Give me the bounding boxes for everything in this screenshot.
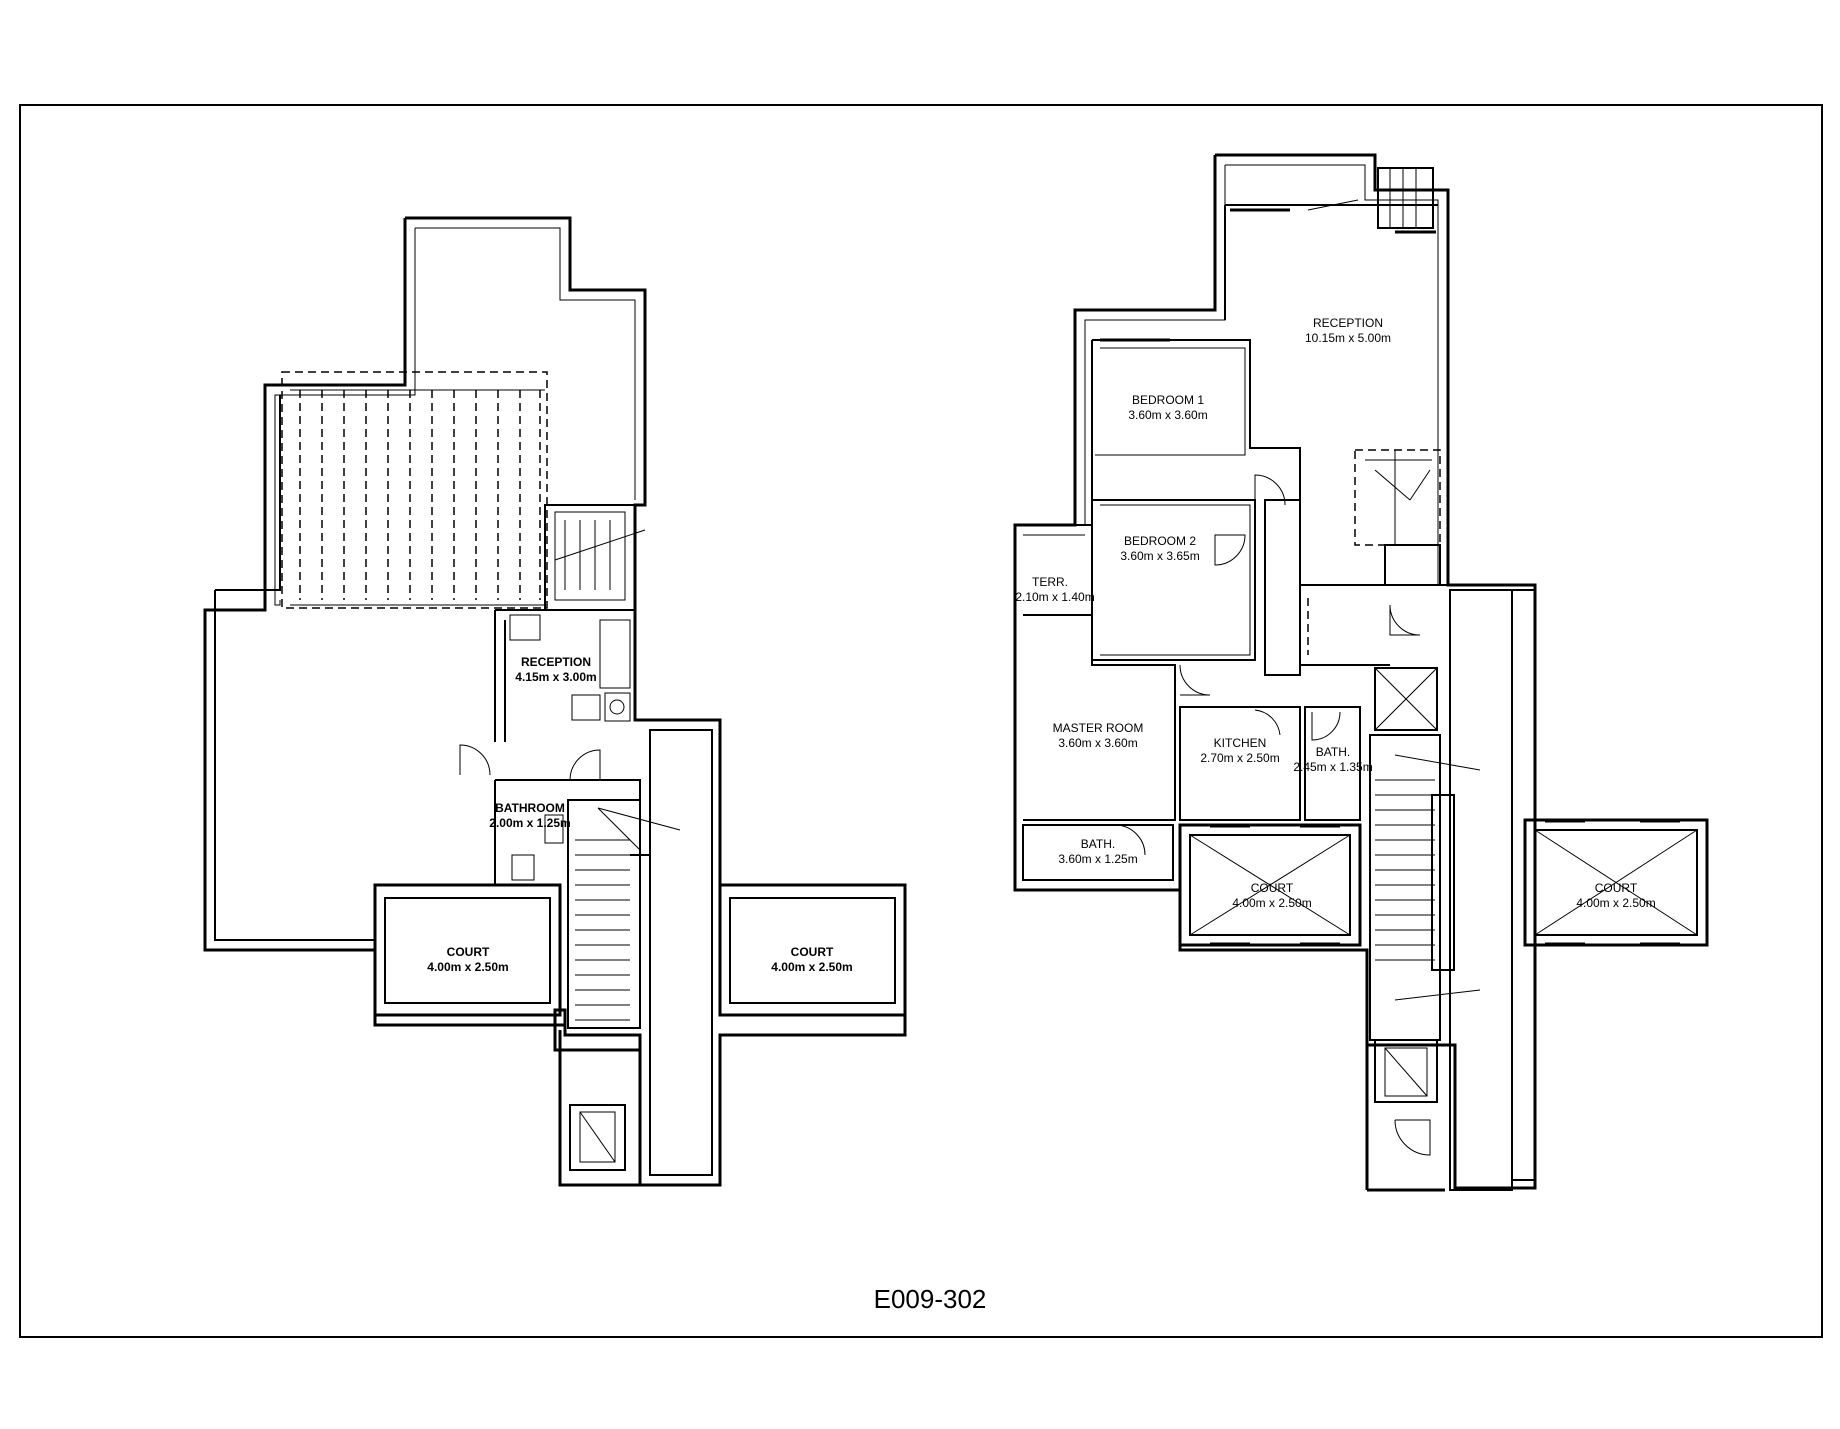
upper-bath-large-size: 3.60m x 1.25m: [1058, 852, 1137, 866]
upper-master-name: MASTER ROOM: [1053, 721, 1144, 735]
upper-kitchen-name: KITCHEN: [1214, 736, 1267, 750]
lower-court-right-size: 4.00m x 2.50m: [771, 960, 852, 974]
lower-reception-name: RECEPTION: [521, 655, 591, 669]
lower-court-right-name: COURT: [791, 945, 834, 959]
upper-court-left-size: 4.00m x 2.50m: [1232, 896, 1311, 910]
upper-floor-plan: [1013, 153, 1709, 1192]
sheet-border: [19, 104, 1823, 1338]
upper-kitchen-size: 2.70m x 2.50m: [1200, 751, 1279, 765]
upper-court-right-size: 4.00m x 2.50m: [1576, 896, 1655, 910]
lower-court-left-size: 4.00m x 2.50m: [427, 960, 508, 974]
upper-plan-labels: RECEPTION 10.15m x 5.00m BEDROOM 1 3.60m…: [1015, 316, 1655, 910]
upper-bedroom1-name: BEDROOM 1: [1132, 393, 1204, 407]
lower-bathroom-size: 2.00m x 1.25m: [489, 816, 570, 830]
upper-reception-size: 10.15m x 5.00m: [1305, 331, 1391, 345]
lower-floor-plan: [203, 216, 907, 1187]
upper-court-right-name: COURT: [1595, 881, 1638, 895]
lower-plan-labels: RECEPTION 4.15m x 3.00m BATHROOM 2.00m x…: [427, 655, 852, 974]
upper-bedroom2-name: BEDROOM 2: [1124, 534, 1196, 548]
pergola-slats: [290, 389, 545, 606]
upper-bedroom1-size: 3.60m x 3.60m: [1128, 408, 1207, 422]
upper-terr-name: TERR.: [1032, 575, 1068, 589]
upper-bath-small-size: 2.45m x 1.35m: [1293, 760, 1372, 774]
lower-reception-size: 4.15m x 3.00m: [515, 670, 596, 684]
lower-bathroom-name: BATHROOM: [495, 801, 565, 815]
lower-court-left-name: COURT: [447, 945, 490, 959]
upper-terr-size: 2.10m x 1.40m: [1015, 590, 1094, 604]
upper-bath-large-name: BATH.: [1081, 837, 1115, 851]
upper-master-size: 3.60m x 3.60m: [1058, 736, 1137, 750]
upper-court-left-name: COURT: [1251, 881, 1294, 895]
drawing-code: E009-302: [874, 1284, 987, 1314]
upper-bedroom2-size: 3.60m x 3.65m: [1120, 549, 1199, 563]
upper-reception-name: RECEPTION: [1313, 316, 1383, 330]
upper-bath-small-name: BATH.: [1316, 745, 1350, 759]
